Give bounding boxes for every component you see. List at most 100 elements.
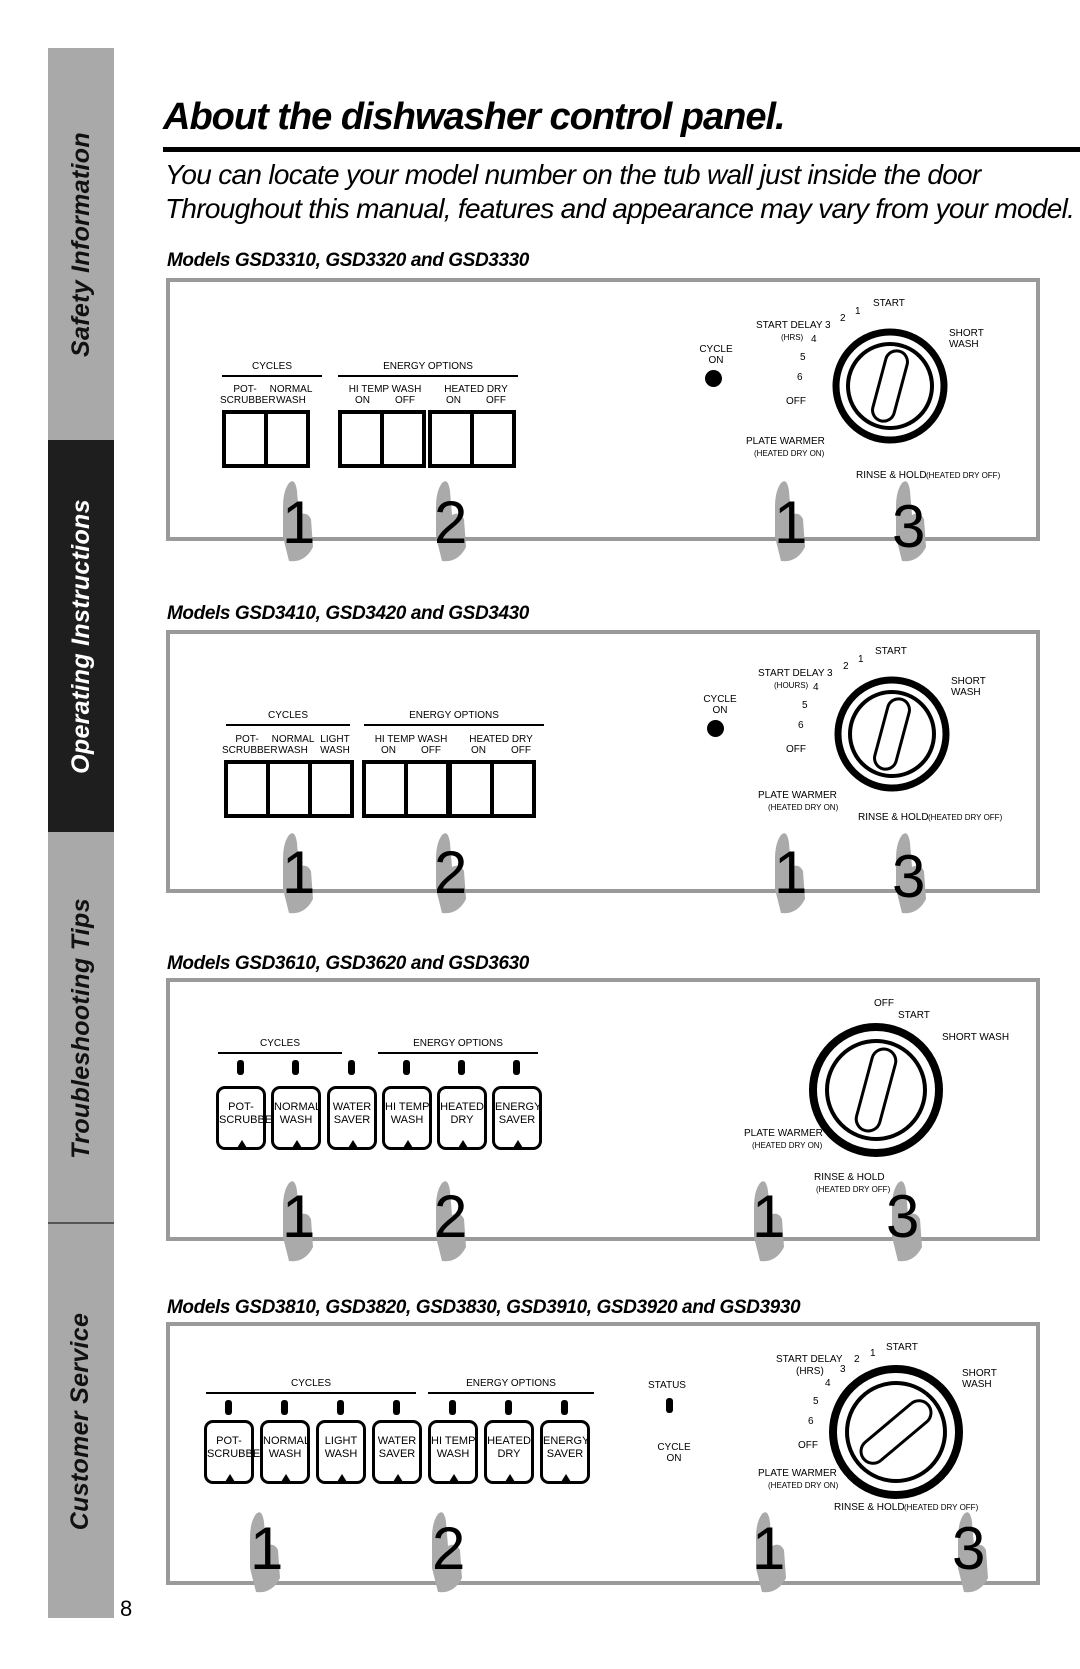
tab-divider [48,1222,114,1224]
heated-dry-on-note: (HEATED DRY ON) [768,1481,839,1490]
panel-4-heading: Models GSD3810, GSD3820, GSD3830, GSD391… [167,1297,801,1318]
heated-dry-off-note: (HEATED DRY OFF) [816,1185,891,1194]
status-light [561,1400,568,1415]
start-delay-label: START DELAY [756,320,823,331]
heated-dry-on-button[interactable] [428,410,474,468]
cycle-dial[interactable] [806,1020,946,1160]
hand-pointer-icon [775,833,805,914]
delay-6: 6 [798,720,804,731]
tab-customer-service[interactable]: Customer Service [48,1224,114,1618]
pot-scrubber-button[interactable]: POT-SCRUBBER [216,1086,280,1150]
control-panel-2: CYCLES ENERGY OPTIONS POT-SCRUBBER NORMA… [166,630,1040,914]
callout-1: 1 [250,1515,284,1582]
cycle-dial[interactable] [826,1362,966,1502]
title-rule [163,147,1080,152]
delay-1: 1 [855,306,861,317]
start-label: START [898,1010,930,1021]
delay-4: 4 [825,1378,831,1389]
delay-4: 4 [813,682,819,693]
hand-pointer-icon [432,1512,462,1593]
sidebar: Safety Information Operating Instruction… [48,48,114,1618]
status-light [337,1400,344,1415]
tab-troubleshooting-tips[interactable]: Troubleshooting Tips [48,832,114,1224]
cycles-rule [222,375,322,377]
plate-warmer-label: PLATE WARMER [744,1128,823,1139]
heated-dry-on-button[interactable] [448,760,494,818]
status-light [666,1398,673,1413]
cycle-dial[interactable] [830,326,950,446]
hi-temp-wash-off-button[interactable] [380,410,426,468]
start-delay-label: START DELAY [776,1354,843,1365]
heated-dry-off-button[interactable] [470,410,516,468]
status-light [348,1060,355,1075]
hand-pointer-icon [283,1181,313,1262]
status-light [292,1060,299,1075]
cycle-dial[interactable] [832,674,952,794]
light-wash-button[interactable] [308,760,354,818]
pot-scrubber-button[interactable] [224,760,270,818]
delay-2: 2 [854,1354,860,1365]
panel-1-heading: Models GSD3310, GSD3320 and GSD3330 [167,250,529,271]
hi-temp-wash-on-button[interactable] [362,760,408,818]
pot-scrubber-button[interactable] [222,410,268,468]
start-delay-label: START DELAY [758,668,825,679]
tab-safety-information[interactable]: Safety Information [48,48,114,440]
callout-1: 1 [282,489,316,556]
page-title: About the dishwasher control panel. [163,96,786,138]
callout-2: 2 [434,489,468,556]
off-label: OFF [786,744,806,755]
delay-5: 5 [800,352,806,363]
cycles-rule [218,1052,342,1054]
start-label: START [886,1342,918,1353]
heated-dry-off-button[interactable] [490,760,536,818]
heated-dry-off-note: (HEATED DRY OFF) [904,1503,979,1512]
plate-warmer-label: PLATE WARMER [758,790,837,801]
off-label: OFF [874,998,894,1009]
normal-wash-button[interactable] [264,410,310,468]
energy-options-rule [378,1052,538,1054]
hand-pointer-icon [283,481,313,562]
hours-label: (HOURS) [774,681,809,690]
status-light [513,1060,520,1075]
status-light [393,1400,400,1415]
hand-pointer-icon [892,1181,922,1262]
callout-1: 1 [774,489,808,556]
hand-pointer-icon [436,833,466,914]
start-label: START [873,298,905,309]
callout-3: 3 [886,1183,920,1250]
off-label: OFF [798,1440,818,1451]
hi-temp-wash-on-button[interactable] [338,410,384,468]
delay-5: 5 [802,700,808,711]
cycles-label: CYCLES [267,710,308,721]
callout-1: 1 [752,1183,786,1250]
cycles-rule [226,724,350,726]
pot-scrubber-button[interactable]: POT-SCRUBBER [204,1420,268,1484]
callout-1: 1 [282,1183,316,1250]
normal-wash-button[interactable] [266,760,312,818]
delay-2: 2 [840,313,846,324]
tab-operating-instructions[interactable]: Operating Instructions [48,440,114,832]
hi-temp-wash-off-button[interactable] [404,760,450,818]
page-number: 8 [120,1596,133,1621]
intro-line-1: You can locate your model number on the … [165,159,981,190]
delay-3: 3 [827,668,833,679]
control-panel-3: CYCLES ENERGY OPTIONS POT-SCRUBBER NORMA… [166,978,1040,1262]
